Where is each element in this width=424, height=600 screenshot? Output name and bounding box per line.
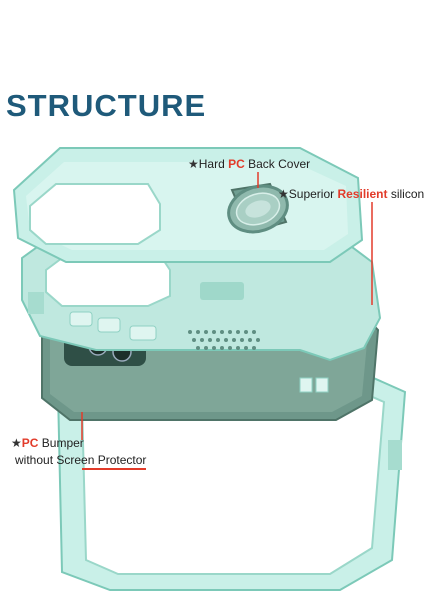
bumper-button-guard [388,440,402,470]
star-icon: ★ [278,187,289,201]
back-cover-camera-cutout [29,183,161,245]
grip-dots [188,330,260,350]
bumper-label: ★PC Bumper [11,436,84,450]
silicone-label: ★Superior Resilient silicone [278,187,424,201]
star-icon: ★ [11,436,22,450]
bumper-underline [82,468,146,470]
pc-bumper-frame [56,371,407,591]
page-title: STRUCTURE [6,88,207,123]
ring-holder [227,182,289,234]
silicone-inner-layer [21,231,382,393]
bumper-sublabel: without Screen Protector [15,453,147,467]
callout-lines [81,172,373,440]
back-cover-label: ★Hard PC Back Cover [188,157,311,171]
star-icon: ★ [188,157,199,171]
hard-pc-back-cover [12,147,364,263]
